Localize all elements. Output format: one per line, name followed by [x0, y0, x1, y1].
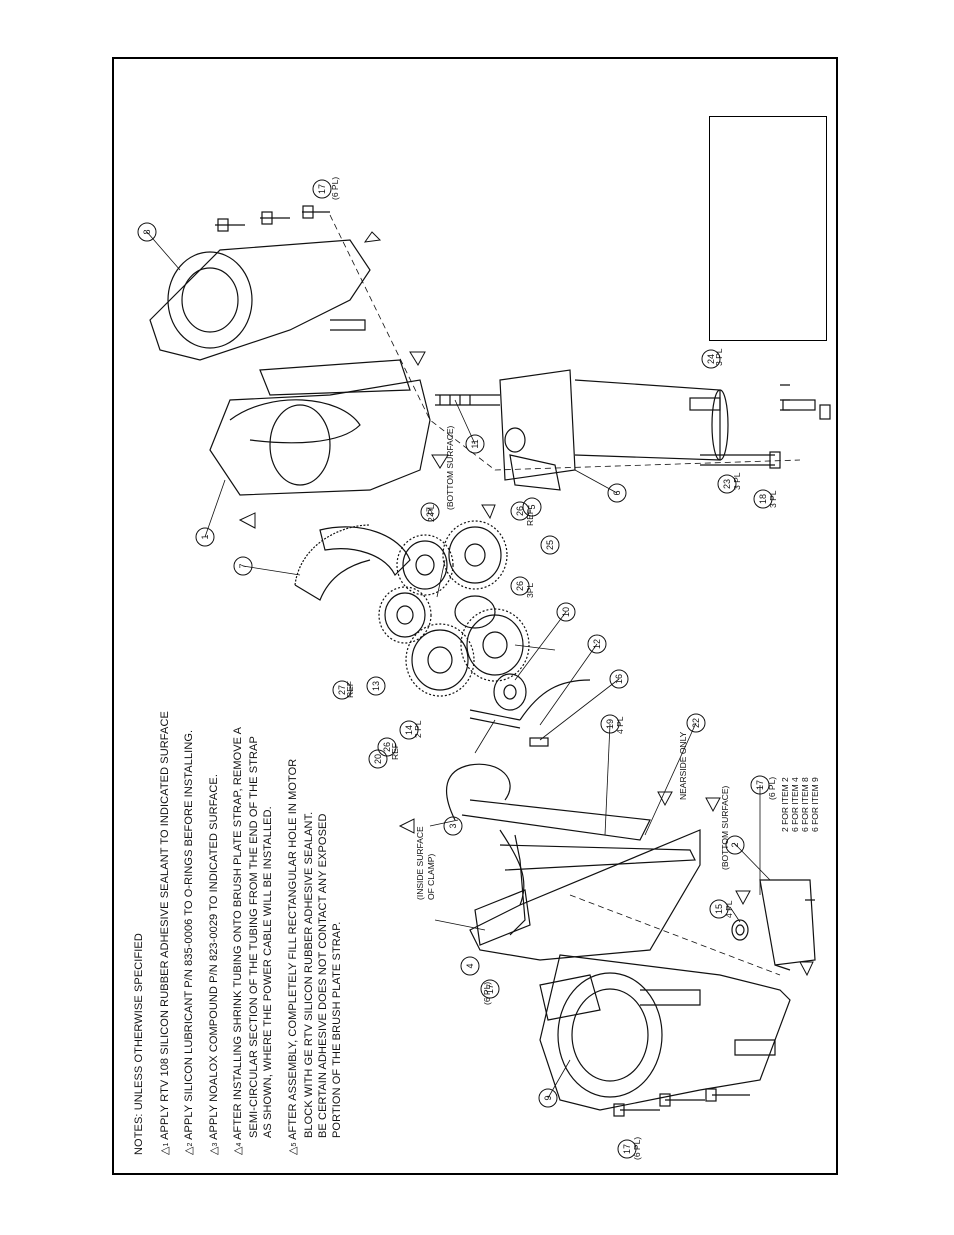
title-block	[709, 116, 827, 341]
callout-20: 20	[373, 754, 383, 764]
callout-27-b: 27	[425, 507, 435, 517]
callout-5-flag: 5	[527, 504, 537, 509]
label-3pl-a: 3 PL	[768, 490, 778, 508]
screw-part-16	[529, 737, 549, 747]
drawing-frame	[112, 57, 838, 1175]
callout-1: 1	[200, 534, 210, 539]
label-for-item-4: 6 FOR ITEM 4	[790, 777, 800, 832]
label-for-item-2: 2 FOR ITEM 2	[780, 777, 790, 832]
callout-10: 10	[561, 607, 571, 617]
housing-part-9	[539, 954, 791, 1111]
callout-27-a: 27	[337, 685, 347, 695]
ring-gear-part-7	[294, 524, 411, 601]
washer-part-25	[454, 595, 496, 629]
label-ref-1: REF	[345, 681, 355, 698]
callout-26-b: 26	[515, 581, 525, 591]
callout-8: 8	[142, 229, 152, 234]
motor-part-6	[499, 369, 729, 491]
callout-22: 22	[691, 718, 701, 728]
centerline-lower	[569, 894, 781, 976]
callout-26-a: 26	[382, 742, 392, 752]
label-6pl-d: (6 PL)	[767, 777, 777, 800]
callout-17-a: 17	[485, 984, 495, 994]
label-3pl-d: 3PL	[525, 583, 535, 598]
label-3pl-c: 3 PL	[714, 348, 724, 366]
gear-part-26-upper	[442, 520, 508, 590]
callout-23: 23	[722, 479, 732, 489]
callout-7: 7	[238, 563, 248, 568]
callout-17-d: 17	[755, 780, 765, 790]
callout-24: 24	[706, 354, 716, 364]
clamp-part-3	[446, 763, 651, 841]
callout-9: 9	[543, 1095, 553, 1100]
strap-part-19	[499, 834, 696, 936]
callout-2: 2	[730, 842, 740, 847]
callout-6: 6	[612, 490, 622, 495]
callout-16: 16	[614, 674, 624, 684]
callout-17-c: 17	[622, 1144, 632, 1154]
wire-part-12	[519, 679, 591, 721]
gear-part-27	[396, 534, 454, 596]
label-bottom-surface-1: (BOTTOM SURFACE)	[445, 425, 455, 510]
callout-12: 12	[592, 639, 602, 649]
label-3pl-b: 3 PL	[732, 472, 742, 490]
callout-4: 4	[465, 963, 475, 968]
endplate-part-8	[149, 239, 371, 361]
label-ref-2: REF	[390, 743, 400, 760]
label-inside-surface-2: OF CLAMP)	[426, 854, 436, 900]
washer-part-10	[493, 673, 527, 711]
label-6pl-c: (6 PL)	[632, 1137, 642, 1160]
callout-17-b: 17	[317, 184, 327, 194]
screw-set-upper	[215, 205, 330, 232]
callout-11: 11	[470, 439, 480, 448]
callout-14: 14	[404, 725, 414, 735]
label-inside-surface-1: (INSIDE SURFACE	[415, 826, 425, 900]
gear-part-26	[405, 623, 475, 697]
label-2pl-b: 2 PL	[426, 504, 436, 522]
callout-25: 25	[545, 540, 555, 550]
label-6pl-b: (6 PL)	[330, 177, 340, 200]
centerline-upper	[329, 214, 801, 471]
callout-circles	[137, 179, 773, 1159]
shaft-part-11	[435, 394, 500, 406]
callout-3: 3	[448, 823, 458, 828]
label-4pl-b: 4 PL	[724, 900, 734, 918]
label-ref-3: REF	[525, 509, 535, 526]
callout-18: 18	[758, 494, 768, 504]
note-flag-triangles	[238, 231, 814, 977]
callout-26-c: 26	[515, 506, 525, 516]
callout-15: 15	[714, 904, 724, 914]
label-4pl-a: 4 PL	[615, 716, 625, 734]
label-nearside-only: NEARSIDE ONLY	[678, 731, 688, 800]
label-for-item-8: 6 FOR ITEM 8	[800, 777, 810, 832]
screw-set-lower	[613, 1088, 750, 1117]
callout-19: 19	[605, 719, 615, 729]
label-2pl-a: 2 PL	[413, 720, 423, 738]
hardware-lower-right	[689, 384, 831, 469]
housing-part-1	[209, 359, 431, 496]
callout-13: 13	[371, 681, 381, 691]
oring-part-15	[731, 919, 749, 941]
label-for-item-9: 6 FOR ITEM 9	[810, 777, 820, 832]
gear-part-13	[378, 586, 432, 644]
pin-part-20	[469, 709, 521, 729]
label-6pl-a: (6 PL)	[482, 982, 492, 1005]
label-bottom-surface-2: (BOTTOM SURFACE)	[720, 785, 730, 870]
block-part-2	[759, 879, 816, 971]
leader-lines	[146, 231, 771, 1099]
